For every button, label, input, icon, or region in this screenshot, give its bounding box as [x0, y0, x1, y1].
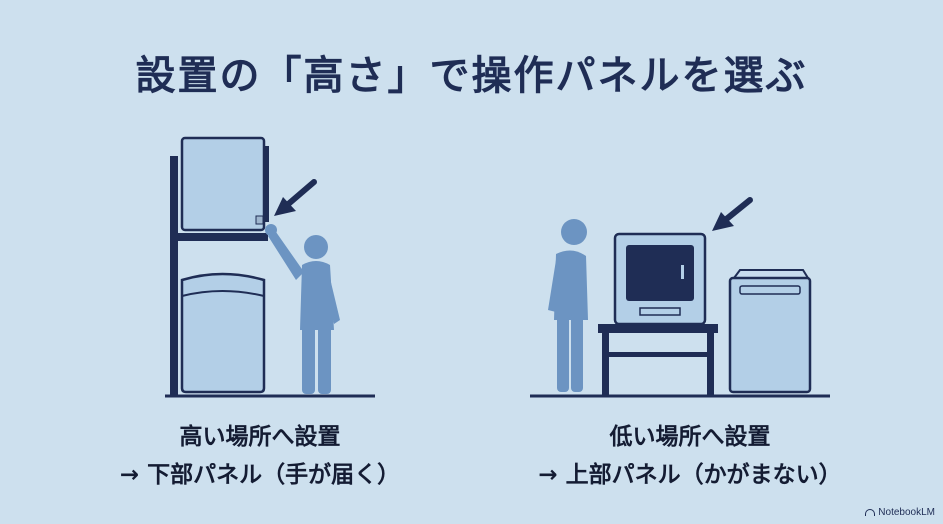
left-scene [165, 136, 375, 398]
illustration [165, 136, 830, 398]
lower-control-panel [255, 215, 264, 225]
lower-washer-appliance [180, 272, 266, 394]
left-caption: 高い場所へ設置 → 下部パネル（手が届く） [60, 418, 460, 494]
washer-appliance [728, 269, 812, 394]
right-caption-line1: 低い場所へ設置 [609, 424, 771, 450]
table-dryer-appliance [613, 232, 707, 326]
brand-watermark: NotebookLM [865, 507, 935, 518]
person-reaching-figure [265, 224, 340, 394]
person-standing-figure [548, 219, 588, 392]
arrow-icon [274, 179, 317, 216]
rack-post [170, 156, 178, 396]
right-caption: 低い場所へ設置 → 上部パネル（かがまない） [490, 418, 890, 494]
left-caption-line2: → 下部パネル（手が届く） [119, 462, 401, 488]
right-scene [530, 197, 830, 398]
upper-control-panel [639, 307, 681, 316]
left-caption-line1: 高い場所へ設置 [179, 424, 341, 450]
notebooklm-logo-icon [865, 509, 876, 516]
rack-shelf [170, 233, 268, 241]
brand-label: NotebookLM [878, 507, 935, 518]
arrow-icon [712, 197, 753, 231]
right-caption-line2: → 上部パネル（かがまない） [538, 462, 842, 488]
page-title: 設置の「高さ」で操作パネルを選ぶ [135, 53, 808, 99]
upper-dryer-appliance [180, 136, 269, 232]
low-table [598, 324, 718, 396]
